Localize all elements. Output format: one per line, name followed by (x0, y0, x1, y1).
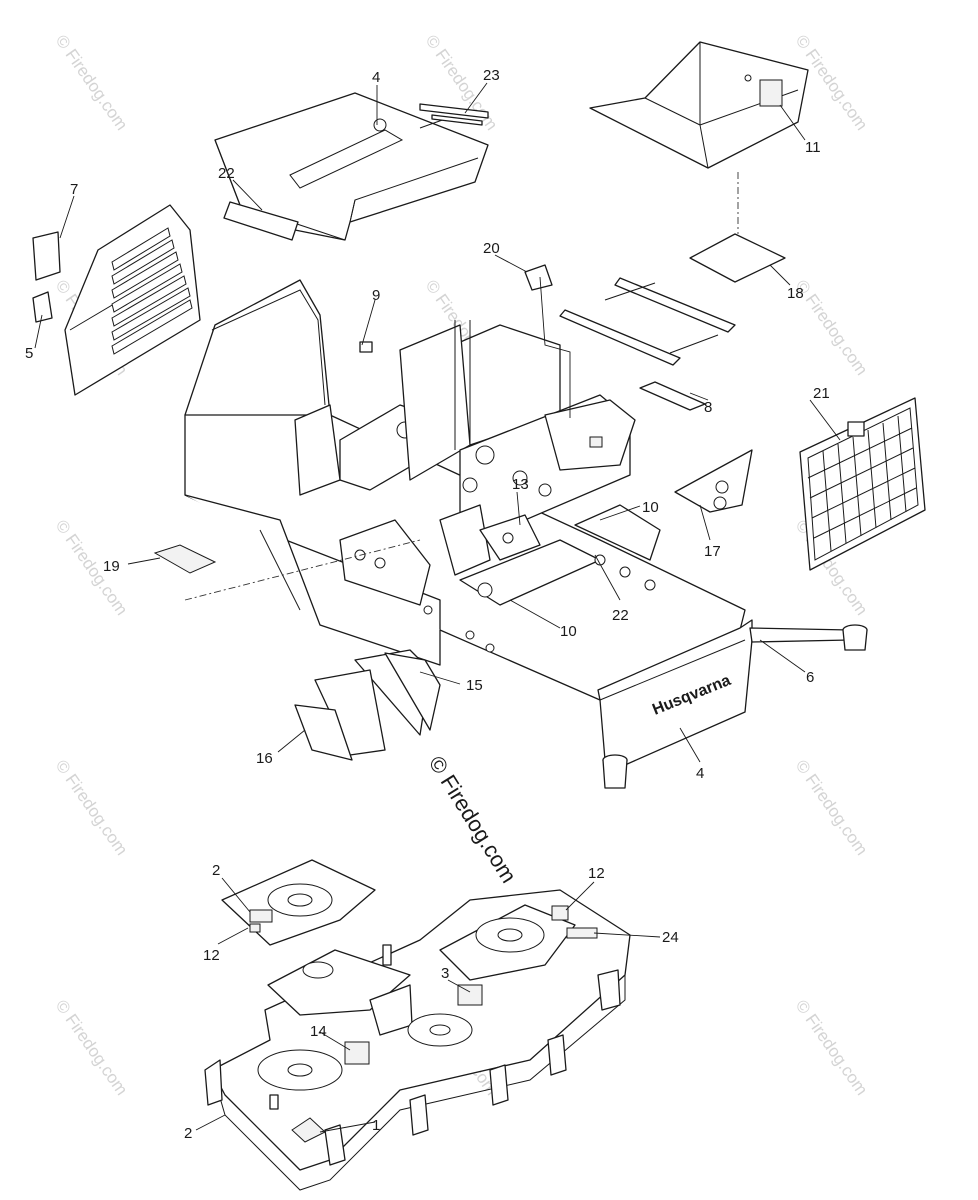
callout-label: 10 (642, 499, 659, 516)
callout-label: 22 (218, 165, 235, 182)
watermark: © Firedog.com (792, 756, 872, 858)
callout-label: 2 (184, 1125, 192, 1142)
callout-label: 13 (512, 476, 529, 493)
watermark: © Firedog.com (52, 756, 132, 858)
callout-label: 12 (588, 865, 605, 882)
callout-label: 23 (483, 67, 500, 84)
side-shields (294, 649, 441, 761)
hood-pad-24 (223, 201, 299, 241)
panel-clip-7 (32, 231, 61, 281)
decal-strip-25 (419, 103, 489, 119)
callout-label: 12 (203, 947, 220, 964)
callout-label: 22 (612, 607, 629, 624)
callout-label: 10 (560, 623, 577, 640)
callout-label: 20 (483, 240, 500, 257)
plate-hole (713, 496, 727, 510)
callout-label: 24 (662, 929, 679, 946)
radiator-screen (799, 397, 926, 571)
grille-slots (111, 227, 193, 355)
clip-20 (524, 264, 553, 291)
watermark: © Firedog.com (792, 996, 872, 1098)
callout-label: 9 (372, 287, 380, 304)
side-grille-panel (64, 204, 201, 396)
callout-label: 17 (704, 543, 721, 560)
callout-label: 7 (70, 181, 78, 198)
callout-label: 18 (787, 285, 804, 302)
center-copyright: © Firedog.com (424, 751, 522, 887)
callouts: 4 23 22 7 5 11 18 9 20 21 8 13 10 17 22 … (25, 67, 830, 1142)
callout-label: 2 (212, 862, 220, 879)
mower-deck (204, 859, 631, 1191)
callout-label: 4 (372, 69, 380, 86)
decal-19 (153, 544, 217, 574)
callout-label: 3 (441, 965, 449, 982)
callout-label: 19 (103, 558, 120, 575)
floor-mat-18 (689, 233, 786, 283)
callout-label: 8 (704, 399, 712, 416)
callout-label: 1 (372, 1117, 380, 1134)
plate-hole (715, 480, 729, 494)
plate-17 (674, 449, 753, 513)
callout-label: 11 (805, 139, 821, 156)
callout-label: 15 (466, 677, 483, 694)
callout-label: 16 (256, 750, 273, 767)
bracket-8 (559, 277, 736, 411)
decal-strip-25b (431, 114, 483, 126)
watermark: © Firedog.com (52, 31, 132, 133)
panel-clip-5 (32, 291, 53, 323)
callout-label: 14 (310, 1023, 327, 1040)
callout-label: 21 (813, 385, 830, 402)
leader-lines (34, 82, 841, 1133)
callout-label: 6 (806, 669, 814, 686)
front-bumper: Husqvarna (597, 619, 868, 789)
callout-label: 5 (25, 345, 33, 362)
watermark: © Firedog.com (52, 996, 132, 1098)
foot-pan (589, 41, 809, 169)
assembly-line (184, 539, 421, 601)
main-frame (184, 279, 746, 701)
callout-label: 4 (696, 765, 704, 782)
